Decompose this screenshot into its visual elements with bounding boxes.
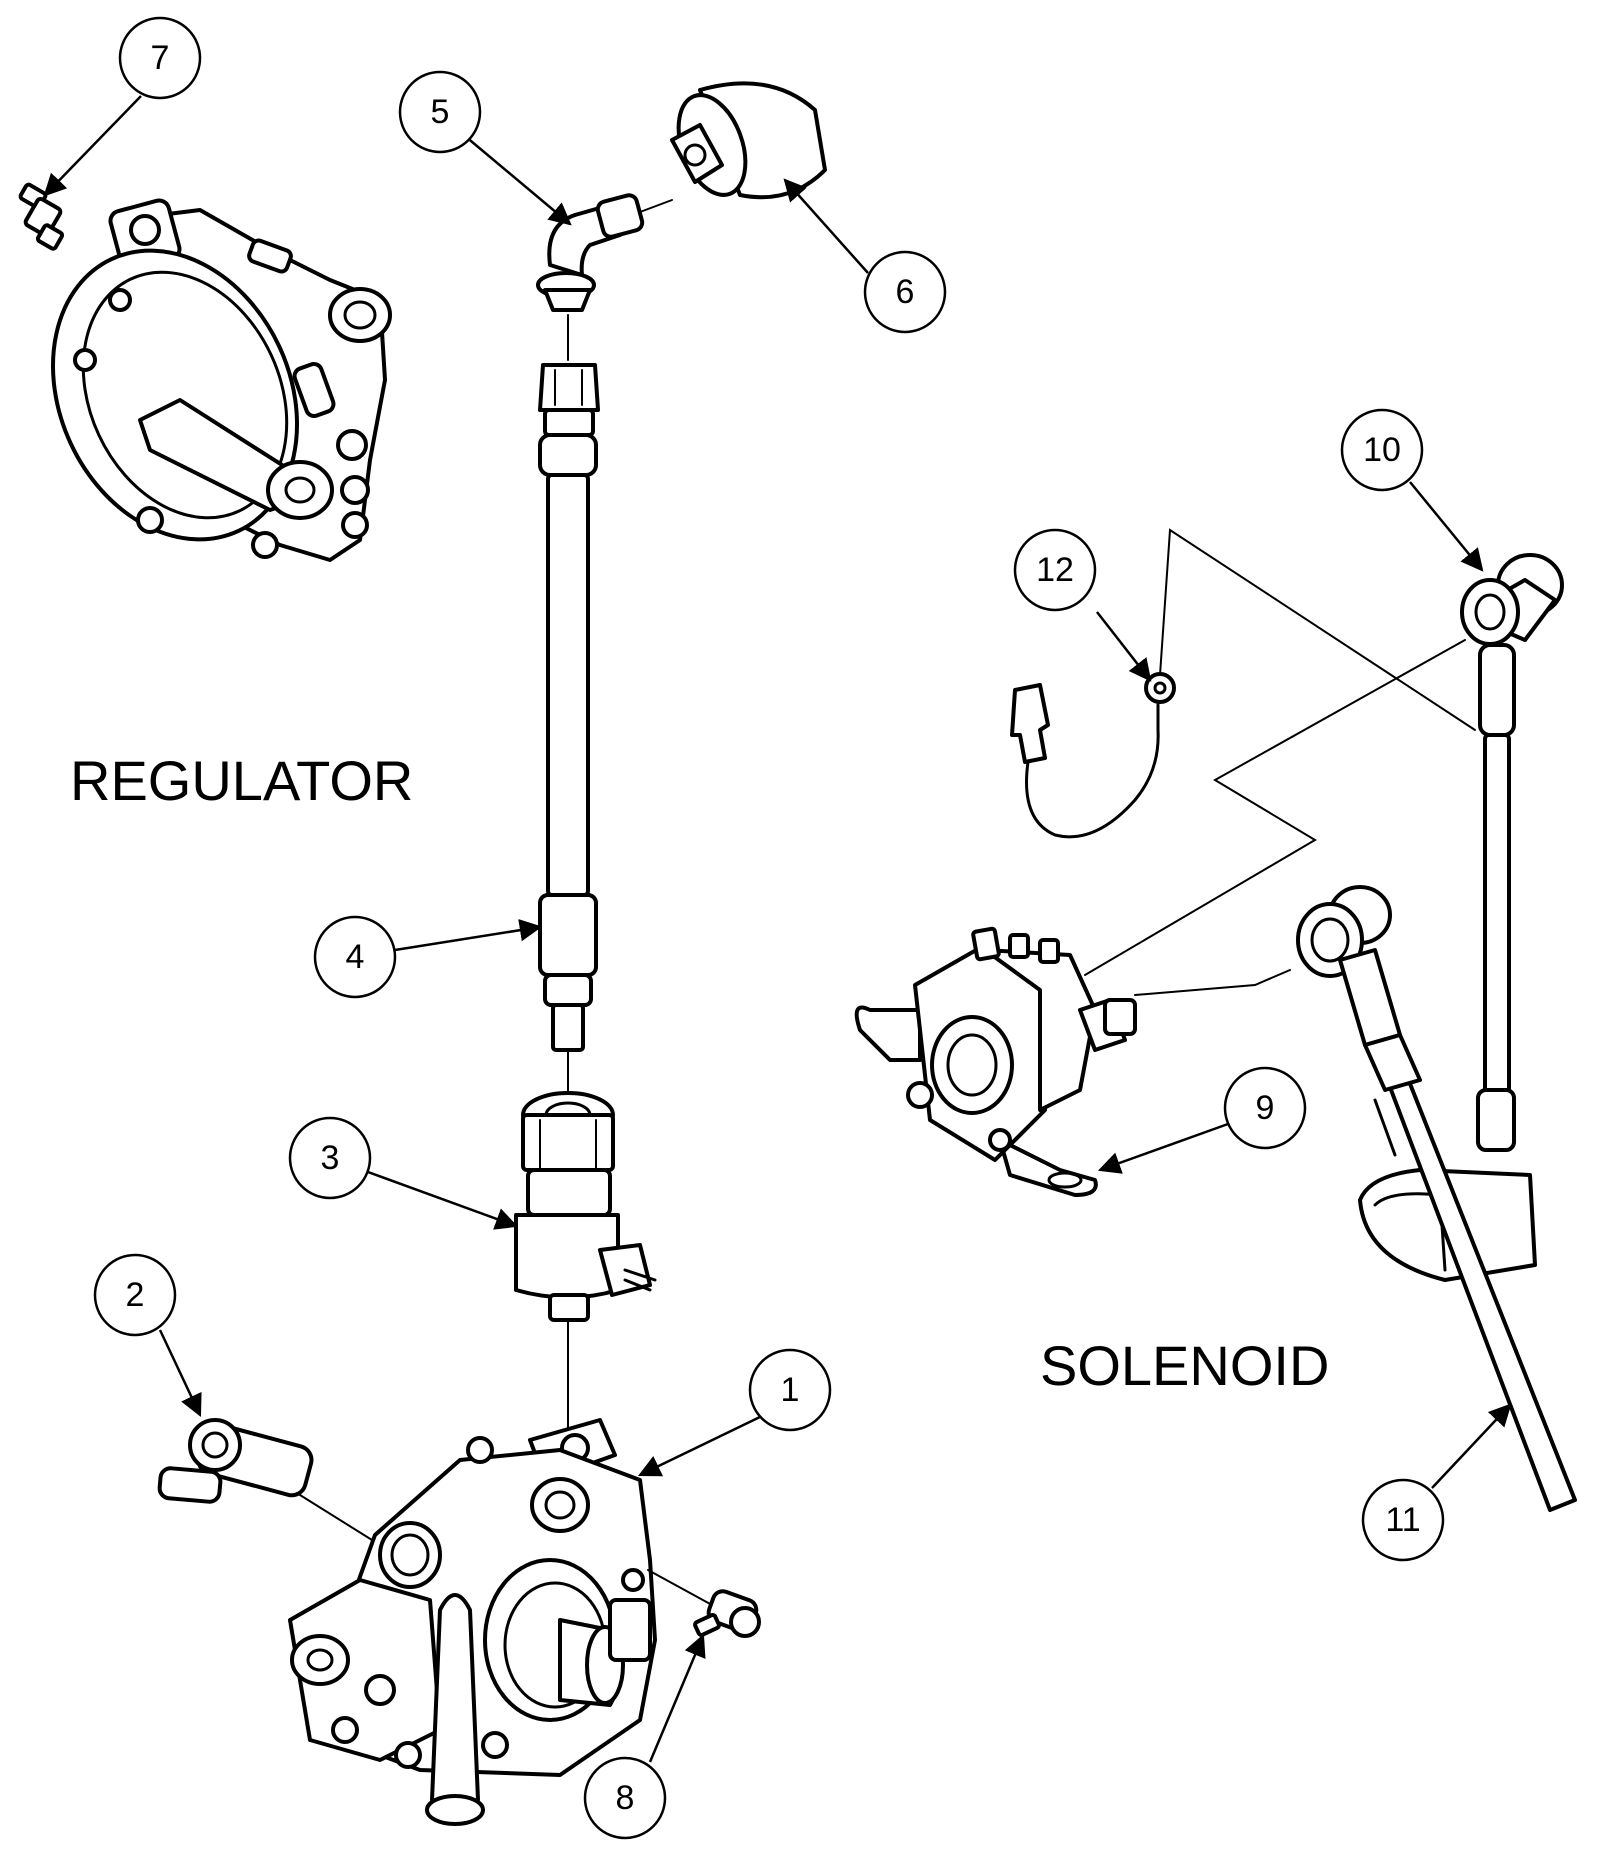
callout-bubble-2: 2: [93, 1253, 177, 1337]
regulator-label: REGULATOR: [70, 749, 413, 812]
callout-bubble-4: 4: [313, 915, 397, 999]
part-4-hose: [538, 363, 600, 1052]
svg-text:7: 7: [151, 39, 170, 77]
part-11-cable: [1296, 733, 1577, 1512]
svg-text:9: 9: [1256, 1089, 1275, 1127]
part-2-fitting: [157, 1418, 381, 1546]
svg-text:2: 2: [126, 1276, 145, 1314]
callout-leaders: [43, 95, 1512, 1763]
callout-bubble-11: 11: [1361, 1478, 1445, 1562]
part-3-valve: [514, 1091, 657, 1322]
svg-text:8: 8: [616, 1779, 635, 1817]
part-5-elbow: [536, 193, 673, 312]
svg-text:6: 6: [896, 273, 915, 311]
regulator-assembly-top: [51, 198, 392, 562]
callout-bubble-1: 1: [748, 1348, 832, 1432]
callout-bubble-12: 12: [1013, 528, 1097, 612]
svg-text:12: 12: [1036, 551, 1074, 589]
regulator-assembly-bottom: [288, 1418, 657, 1826]
svg-text:3: 3: [321, 1139, 340, 1177]
callout-bubble-5: 5: [398, 70, 482, 154]
svg-text:10: 10: [1363, 431, 1401, 469]
callout-bubble-8: 8: [583, 1756, 667, 1840]
part-7-fitting: [18, 182, 65, 251]
solenoid-body: [854, 926, 1137, 1197]
part-6-cap: [670, 81, 827, 200]
part-12-pigtail: [1010, 672, 1176, 839]
wiring-lines: [1084, 528, 1476, 996]
svg-text:11: 11: [1385, 1501, 1420, 1539]
part-8-fitting: [647, 1569, 761, 1638]
svg-text:1: 1: [781, 1371, 800, 1409]
callout-bubble-6: 6: [863, 250, 947, 334]
callout-bubble-7: 7: [118, 16, 202, 100]
svg-text:4: 4: [346, 938, 365, 976]
solenoid-label: SOLENOID: [1040, 1334, 1329, 1397]
callout-bubble-10: 10: [1340, 408, 1424, 492]
part-10-lug: [1460, 553, 1564, 737]
svg-text:5: 5: [431, 93, 450, 131]
callout-bubble-3: 3: [288, 1116, 372, 1200]
callout-bubble-9: 9: [1223, 1066, 1307, 1150]
